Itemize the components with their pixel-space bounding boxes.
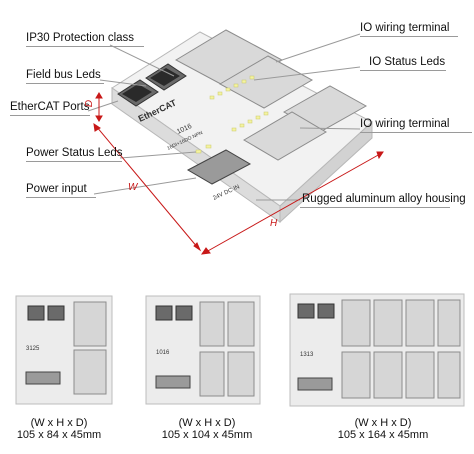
callout-fieldbus-leds: Field bus Leds [26,69,101,81]
leader-lines [87,33,361,201]
variant-1313-illustration: 1313 [289,293,465,407]
callout-io-status-leds-underline [360,70,446,71]
dimension-d-label: D [84,99,96,108]
power-input-connector [186,149,252,185]
power-status-leds [195,144,212,154]
callout-power-status-leds: Power Status Leds [26,147,123,159]
callout-power-status-leds-underline [26,161,122,162]
callout-io-wiring-top: IO wiring terminal [360,22,450,34]
device-power-label: 24V DC IN [212,184,241,202]
callout-ip30-underline [26,46,144,47]
callout-housing-underline [300,207,450,208]
callout-ethercat-ports-underline [10,115,90,116]
variant-1016-size: 105 x 104 x 45mm [161,429,253,441]
callout-ethercat-ports: EtherCAT Ports [10,101,90,113]
callout-power-input-underline [26,197,96,198]
variant-1016-model-text: 1016 [156,350,170,356]
dimension-w-label: W [128,182,138,193]
variant-1016-formula: (W x H x D) [178,417,236,429]
callout-io-wiring-top-underline [360,36,458,37]
dimension-arrows [93,92,384,255]
variant-1313-formula: (W x H x D) [354,417,412,429]
dimension-h-label: H [270,218,278,229]
callout-fieldbus-leds-underline [26,83,104,84]
variant-3125-caption: (W x H x D) 105 x 84 x 45mm [4,417,114,441]
variant-3125-illustration: 3125 [15,295,113,405]
callout-io-wiring-bottom-underline [360,132,472,133]
callout-power-input: Power input [26,183,87,195]
io-terminal-right [243,85,368,161]
variant-3125-formula: (W x H x D) [30,417,88,429]
callout-ip30: IP30 Protection class [26,32,135,44]
callout-io-wiring-bottom: IO wiring terminal [360,118,450,130]
variant-3125-size: 105 x 84 x 45mm [16,429,102,441]
variant-1016-caption: (W x H x D) 105 x 104 x 45mm [148,417,266,441]
ethercat-ports [117,63,187,107]
variant-1313-size: 105 x 164 x 45mm [337,429,429,441]
variant-1016-illustration: 1016 [145,295,261,405]
variant-1313-caption: (W x H x D) 105 x 164 x 45mm [322,417,444,441]
variant-1313-model-text: 1313 [300,352,314,358]
main-device-illustration: EtherCAT 1016 16DI+16DO NPN 24V DC IN [87,29,384,255]
callout-io-status-leds: IO Status Leds [369,56,446,68]
io-status-leds [209,75,269,132]
variant-3125-model-text: 3125 [26,346,40,352]
callout-housing: Rugged aluminum alloy housing [302,193,466,205]
